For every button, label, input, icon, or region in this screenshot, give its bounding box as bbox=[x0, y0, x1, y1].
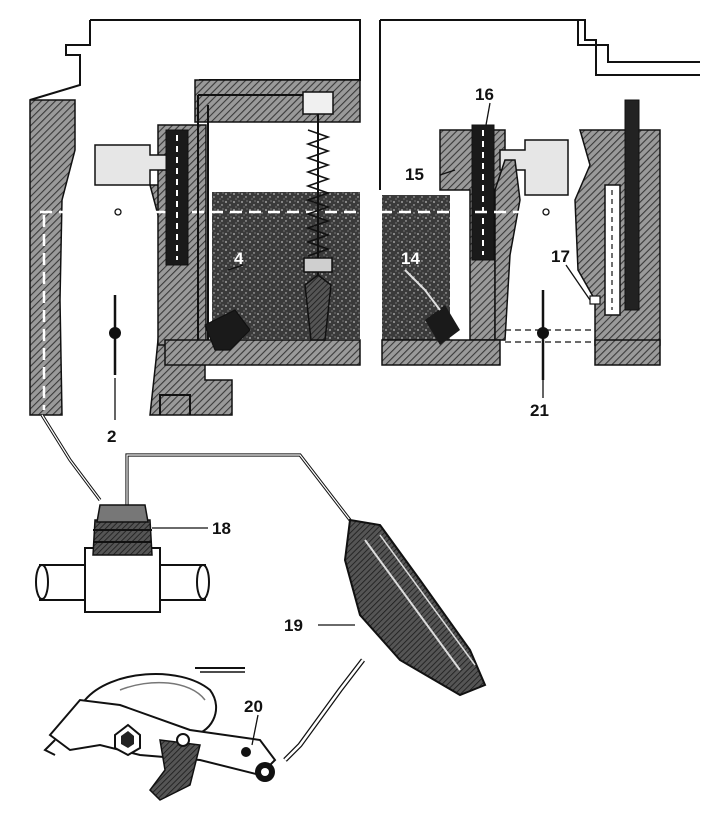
callout-21: 21 bbox=[530, 401, 549, 420]
leader-lines bbox=[114, 102, 591, 746]
callout-20: 20 bbox=[244, 697, 263, 716]
pedal-lever-mechanism bbox=[43, 667, 277, 801]
callout-15: 15 bbox=[405, 165, 424, 184]
callout-17: 17 bbox=[551, 247, 570, 266]
left-carburetor-body bbox=[29, 19, 361, 416]
throttle-cables bbox=[40, 414, 352, 521]
callout-labels: 2 4 14 15 16 17 18 19 20 21 bbox=[107, 85, 570, 716]
callout-14: 14 bbox=[401, 249, 420, 268]
callout-2: 2 bbox=[107, 427, 116, 446]
accelerator-pedal bbox=[283, 518, 487, 762]
callout-18: 18 bbox=[212, 519, 231, 538]
callout-19: 19 bbox=[284, 616, 303, 635]
callout-4: 4 bbox=[234, 249, 244, 268]
right-carburetor-body bbox=[379, 19, 700, 380]
pipe-union-fitting bbox=[35, 504, 210, 613]
callout-16: 16 bbox=[475, 85, 494, 104]
